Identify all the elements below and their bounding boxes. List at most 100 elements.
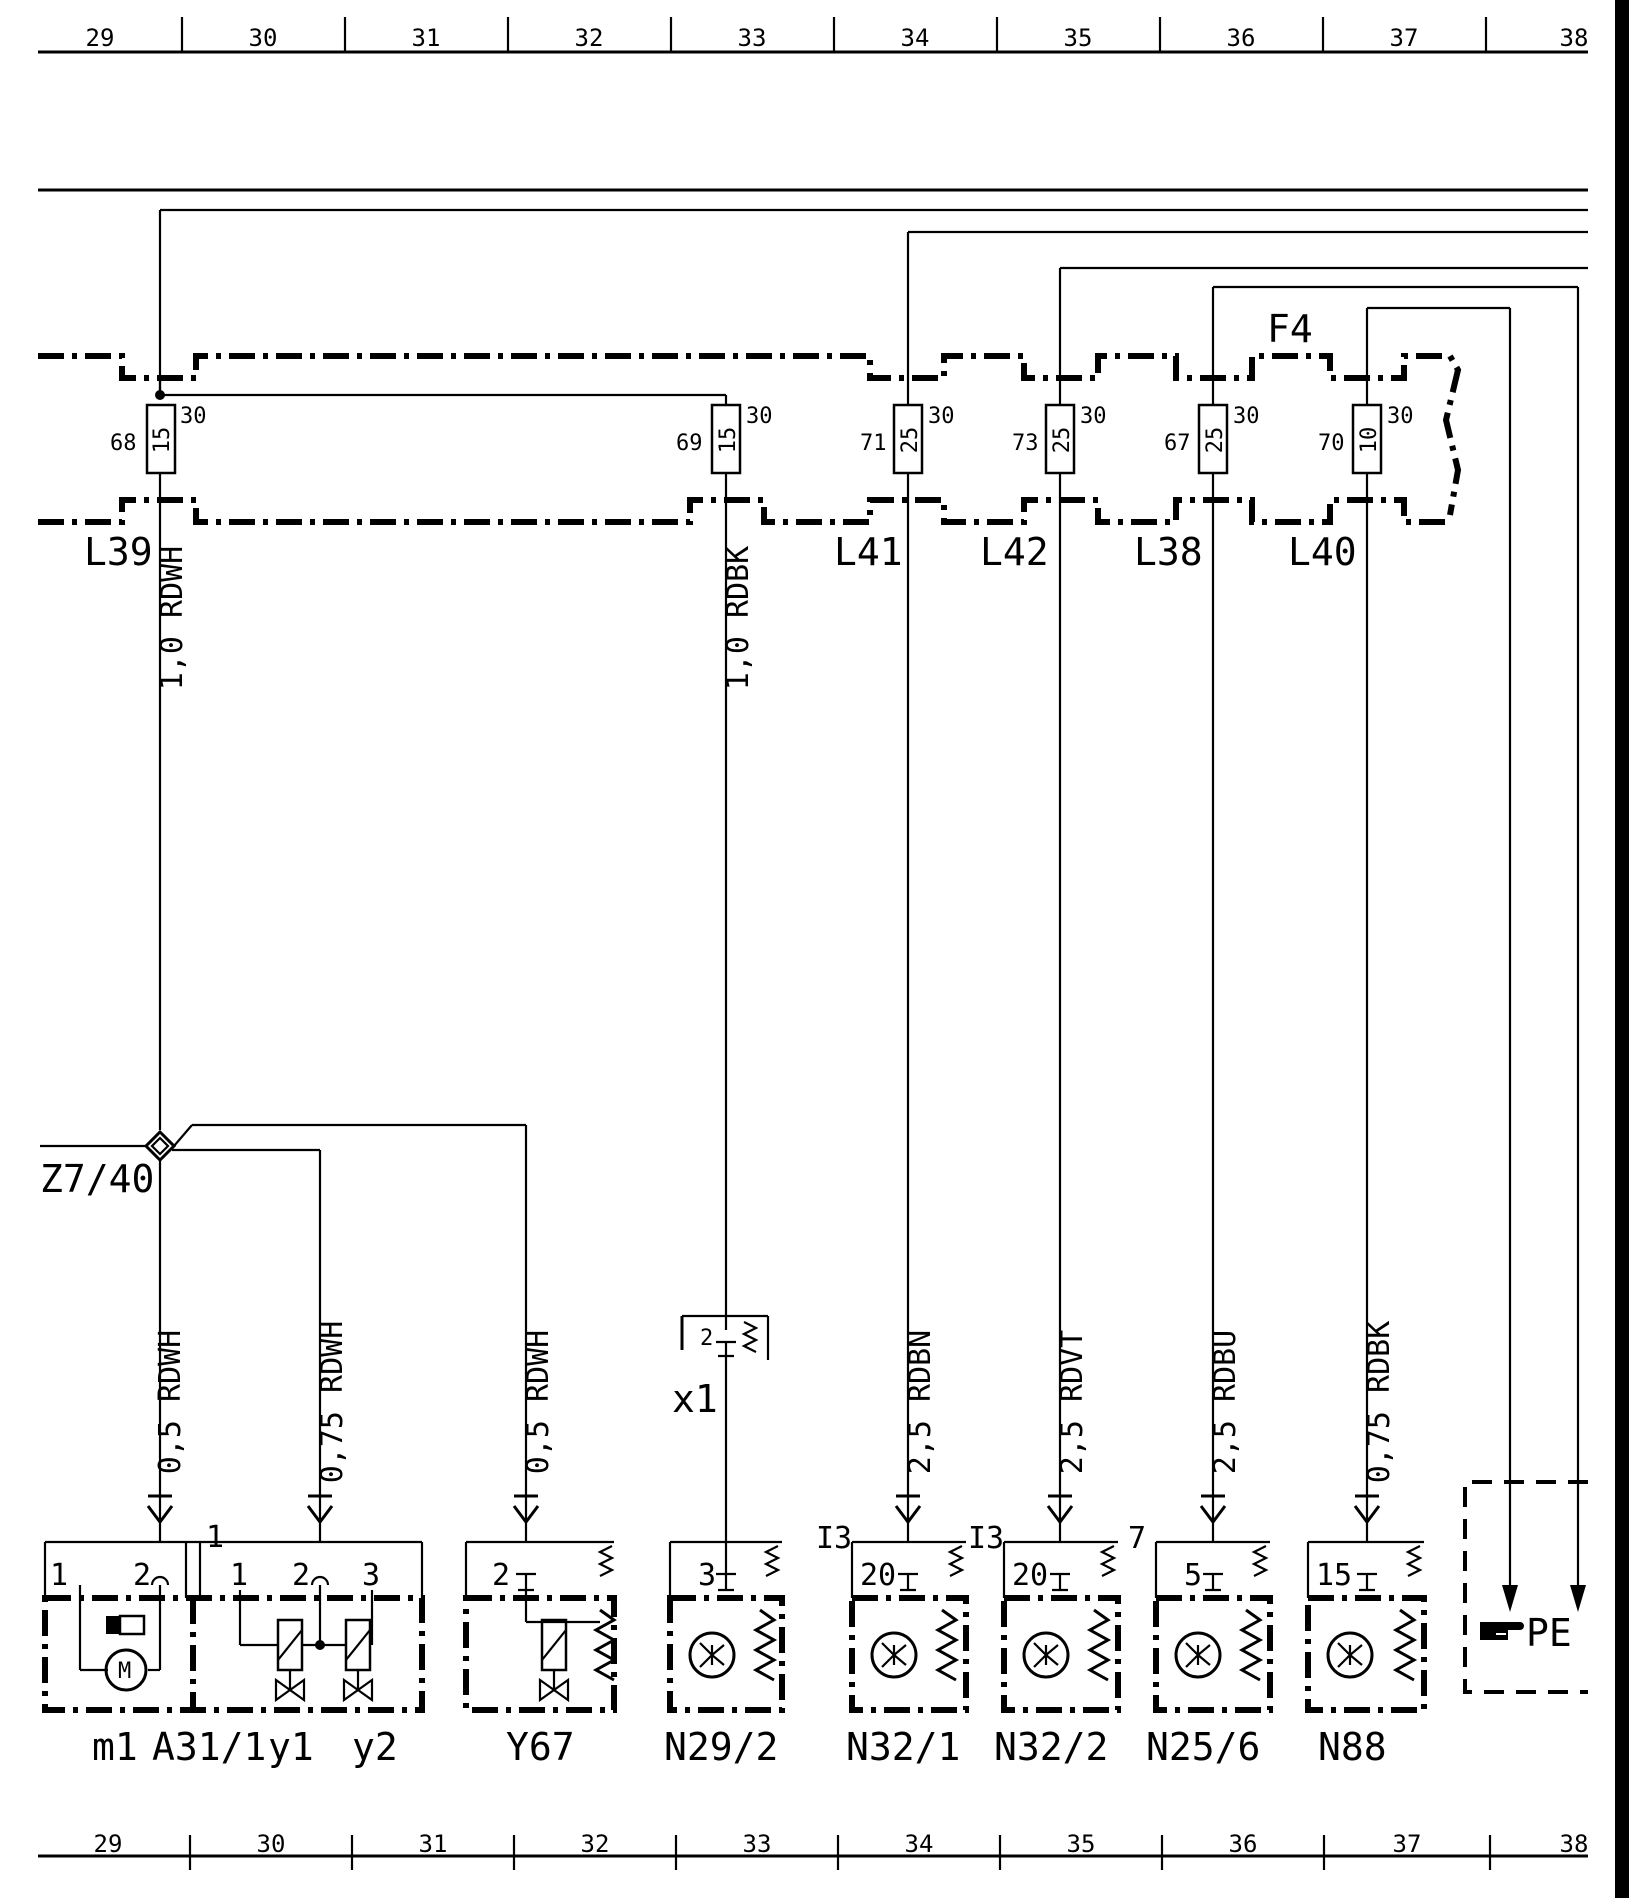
bottom-grid-bar: 29 30 31 32 33 34 35 36 37 38 xyxy=(38,1830,1588,1870)
wire-1-0-rdbk: 1,0 RDBK xyxy=(721,546,756,691)
component-n29-2: 3 N29/2 xyxy=(664,1540,785,1769)
grid-col-32: 32 xyxy=(575,24,604,52)
grid-col-36: 36 xyxy=(1227,24,1256,52)
fuse-70-number: 70 xyxy=(1318,431,1345,456)
fuse-68-rating: 15 xyxy=(150,427,175,454)
a31-pin-1b: 1 xyxy=(230,1558,248,1593)
fuse-70-rating: 10 xyxy=(1357,427,1382,454)
n25-6-pin-5: 5 xyxy=(1184,1558,1202,1593)
fuse-69: 15 69 30 xyxy=(676,403,773,1330)
grid-col-33: 33 xyxy=(738,24,767,52)
fuse-70-terminal: 30 xyxy=(1387,404,1414,429)
wire-m1-spec: 0,5 RDWH xyxy=(153,1330,188,1475)
grid-col-29: 29 xyxy=(86,24,115,52)
pe-reference-box: PE xyxy=(1463,1480,1588,1694)
wire-label-l42: L42 xyxy=(980,530,1049,574)
component-n32-1: I3 20 N32/1 xyxy=(816,1521,969,1769)
wire-68-spec: 1,0 RDWH xyxy=(155,546,190,691)
pe-reference-label: PE xyxy=(1526,1611,1572,1655)
bottom-grid-col-29: 29 xyxy=(94,1830,123,1858)
fuse-68: 15 68 30 L39 xyxy=(84,378,207,574)
fuse-67-terminal: 30 xyxy=(1233,404,1260,429)
bottom-grid-col-37: 37 xyxy=(1393,1830,1422,1858)
fuse-71-rating: 25 xyxy=(898,427,923,454)
n29-2-pin-3: 3 xyxy=(698,1558,716,1593)
n25-6-connector: 7 xyxy=(1128,1521,1146,1556)
grid-col-35: 35 xyxy=(1064,24,1093,52)
fuse-69-number: 69 xyxy=(676,431,703,456)
component-n25-6-label: N25/6 xyxy=(1146,1725,1260,1769)
fuse-box-outline: F4 xyxy=(38,307,1462,525)
wire-label-l40: L40 xyxy=(1288,530,1357,574)
component-n32-2-label: N32/2 xyxy=(994,1725,1108,1769)
fuse-67-number: 67 xyxy=(1164,431,1191,456)
component-n32-1-label: N32/1 xyxy=(846,1725,960,1769)
fuse-67: 25 67 30 L38 xyxy=(1134,376,1260,1360)
connector-x1-pin: 2 xyxy=(700,1326,713,1351)
n32-2-pin-20: 20 xyxy=(1012,1558,1048,1593)
wire-label-l41: L41 xyxy=(834,530,903,574)
component-a31-label: A31/1 xyxy=(152,1725,266,1769)
pointing-hand-icon xyxy=(1480,1622,1524,1640)
component-n32-2: I3 20 N32/2 xyxy=(968,1521,1121,1769)
fuse-71-terminal: 30 xyxy=(928,404,955,429)
bus-wires xyxy=(38,188,1588,1612)
fuse-block-name: F4 xyxy=(1267,307,1313,351)
bottom-grid-col-38: 38 xyxy=(1560,1830,1589,1858)
component-n88-label: N88 xyxy=(1318,1725,1387,1769)
component-n29-2-label: N29/2 xyxy=(664,1725,778,1769)
grid-col-31: 31 xyxy=(412,24,441,52)
n32-2-connector: I3 xyxy=(968,1521,1004,1556)
fuse-70: 10 70 30 L40 xyxy=(1288,376,1414,1360)
wire-label-l39: L39 xyxy=(84,530,153,574)
component-y67: 2 Y67 xyxy=(463,1540,618,1769)
bottom-grid-col-30: 30 xyxy=(257,1830,286,1858)
a31-pin-1a: 1 xyxy=(206,1520,224,1555)
component-m1-a31: 1 2 M 1 1 2 3 m1 A31/1 y1 y2 xyxy=(42,1520,425,1769)
component-n88: 15 N88 xyxy=(1305,1540,1427,1769)
fuse-73-number: 73 xyxy=(1012,431,1039,456)
fuse-71-number: 71 xyxy=(860,431,887,456)
motor-symbol: M xyxy=(118,1659,131,1684)
drop-wire-specs: 0,5 RDWH 0,75 RDWH 0,5 RDWH 2,5 RDBN 2,5… xyxy=(153,1321,1397,1484)
fuse-68-terminal: 30 xyxy=(180,404,207,429)
splice-label: Z7/40 xyxy=(40,1157,154,1201)
bottom-grid-col-35: 35 xyxy=(1067,1830,1096,1858)
fuse-73-rating: 25 xyxy=(1050,427,1075,454)
fuse-69-terminal: 30 xyxy=(746,404,773,429)
a31-pin-2: 2 xyxy=(292,1558,310,1593)
m1-pin-2: 2 xyxy=(133,1558,151,1593)
fuse-73: 25 73 30 L42 xyxy=(980,376,1107,1360)
m1-pin-1: 1 xyxy=(50,1558,68,1593)
bottom-grid-col-31: 31 xyxy=(419,1830,448,1858)
a31-pin-3: 3 xyxy=(362,1558,380,1593)
fuse-67-rating: 25 xyxy=(1203,427,1228,454)
grid-col-34: 34 xyxy=(901,24,930,52)
component-y1-label: y1 xyxy=(268,1725,314,1769)
n32-1-connector: I3 xyxy=(816,1521,852,1556)
component-m1-label: m1 xyxy=(92,1725,138,1769)
fuse-73-terminal: 30 xyxy=(1080,404,1107,429)
wire-69-spec: 1,0 RDBK xyxy=(721,546,756,691)
splice-z7-40: Z7/40 xyxy=(40,1123,528,1360)
connector-x1-label: x1 xyxy=(672,1377,718,1421)
fuse-68-number: 68 xyxy=(110,431,137,456)
grid-col-38: 38 xyxy=(1560,24,1589,52)
component-y2-label: y2 xyxy=(352,1725,398,1769)
fuse-71: 25 71 30 L41 xyxy=(834,376,955,1360)
top-grid-bar: 29 30 31 32 33 34 35 36 37 38 xyxy=(38,17,1589,54)
bottom-grid-col-32: 32 xyxy=(581,1830,610,1858)
y67-pin-2: 2 xyxy=(492,1558,510,1593)
connector-x1: 2 x1 xyxy=(672,1314,770,1575)
component-y67-label: Y67 xyxy=(506,1725,575,1769)
connector-arrows xyxy=(146,1360,1381,1542)
wire-label-l38: L38 xyxy=(1134,530,1203,574)
fuse-69-rating: 15 xyxy=(716,427,741,454)
component-n25-6: 7 5 N25/6 xyxy=(1128,1521,1273,1769)
bottom-grid-col-33: 33 xyxy=(743,1830,772,1858)
n32-1-pin-20: 20 xyxy=(860,1558,896,1593)
grid-col-37: 37 xyxy=(1390,24,1419,52)
n88-pin-15: 15 xyxy=(1316,1558,1352,1593)
wire-1-0-rdwh: 1,0 RDWH xyxy=(155,546,190,1130)
